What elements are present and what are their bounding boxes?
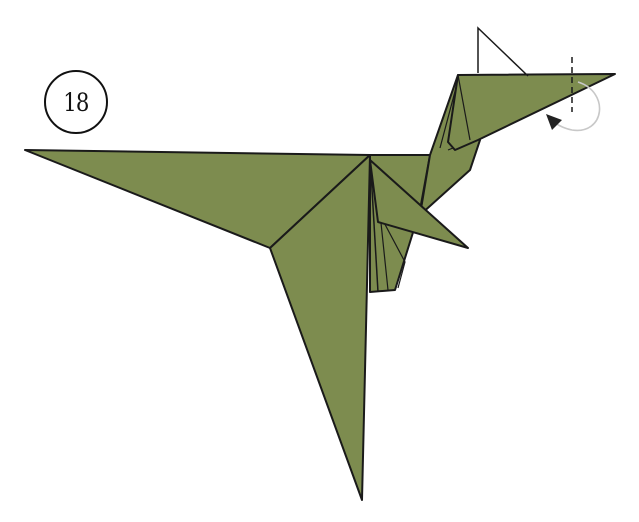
body-crease-3 <box>379 214 406 289</box>
head <box>447 73 616 151</box>
step-number-label: 18 <box>63 87 89 117</box>
step-number-badge: 18 <box>44 70 108 134</box>
head-crease <box>457 74 471 141</box>
crest-outline <box>477 26 529 77</box>
leg-flap <box>269 154 371 501</box>
fold-arrow-head <box>546 114 562 130</box>
arm-flap <box>369 159 469 249</box>
